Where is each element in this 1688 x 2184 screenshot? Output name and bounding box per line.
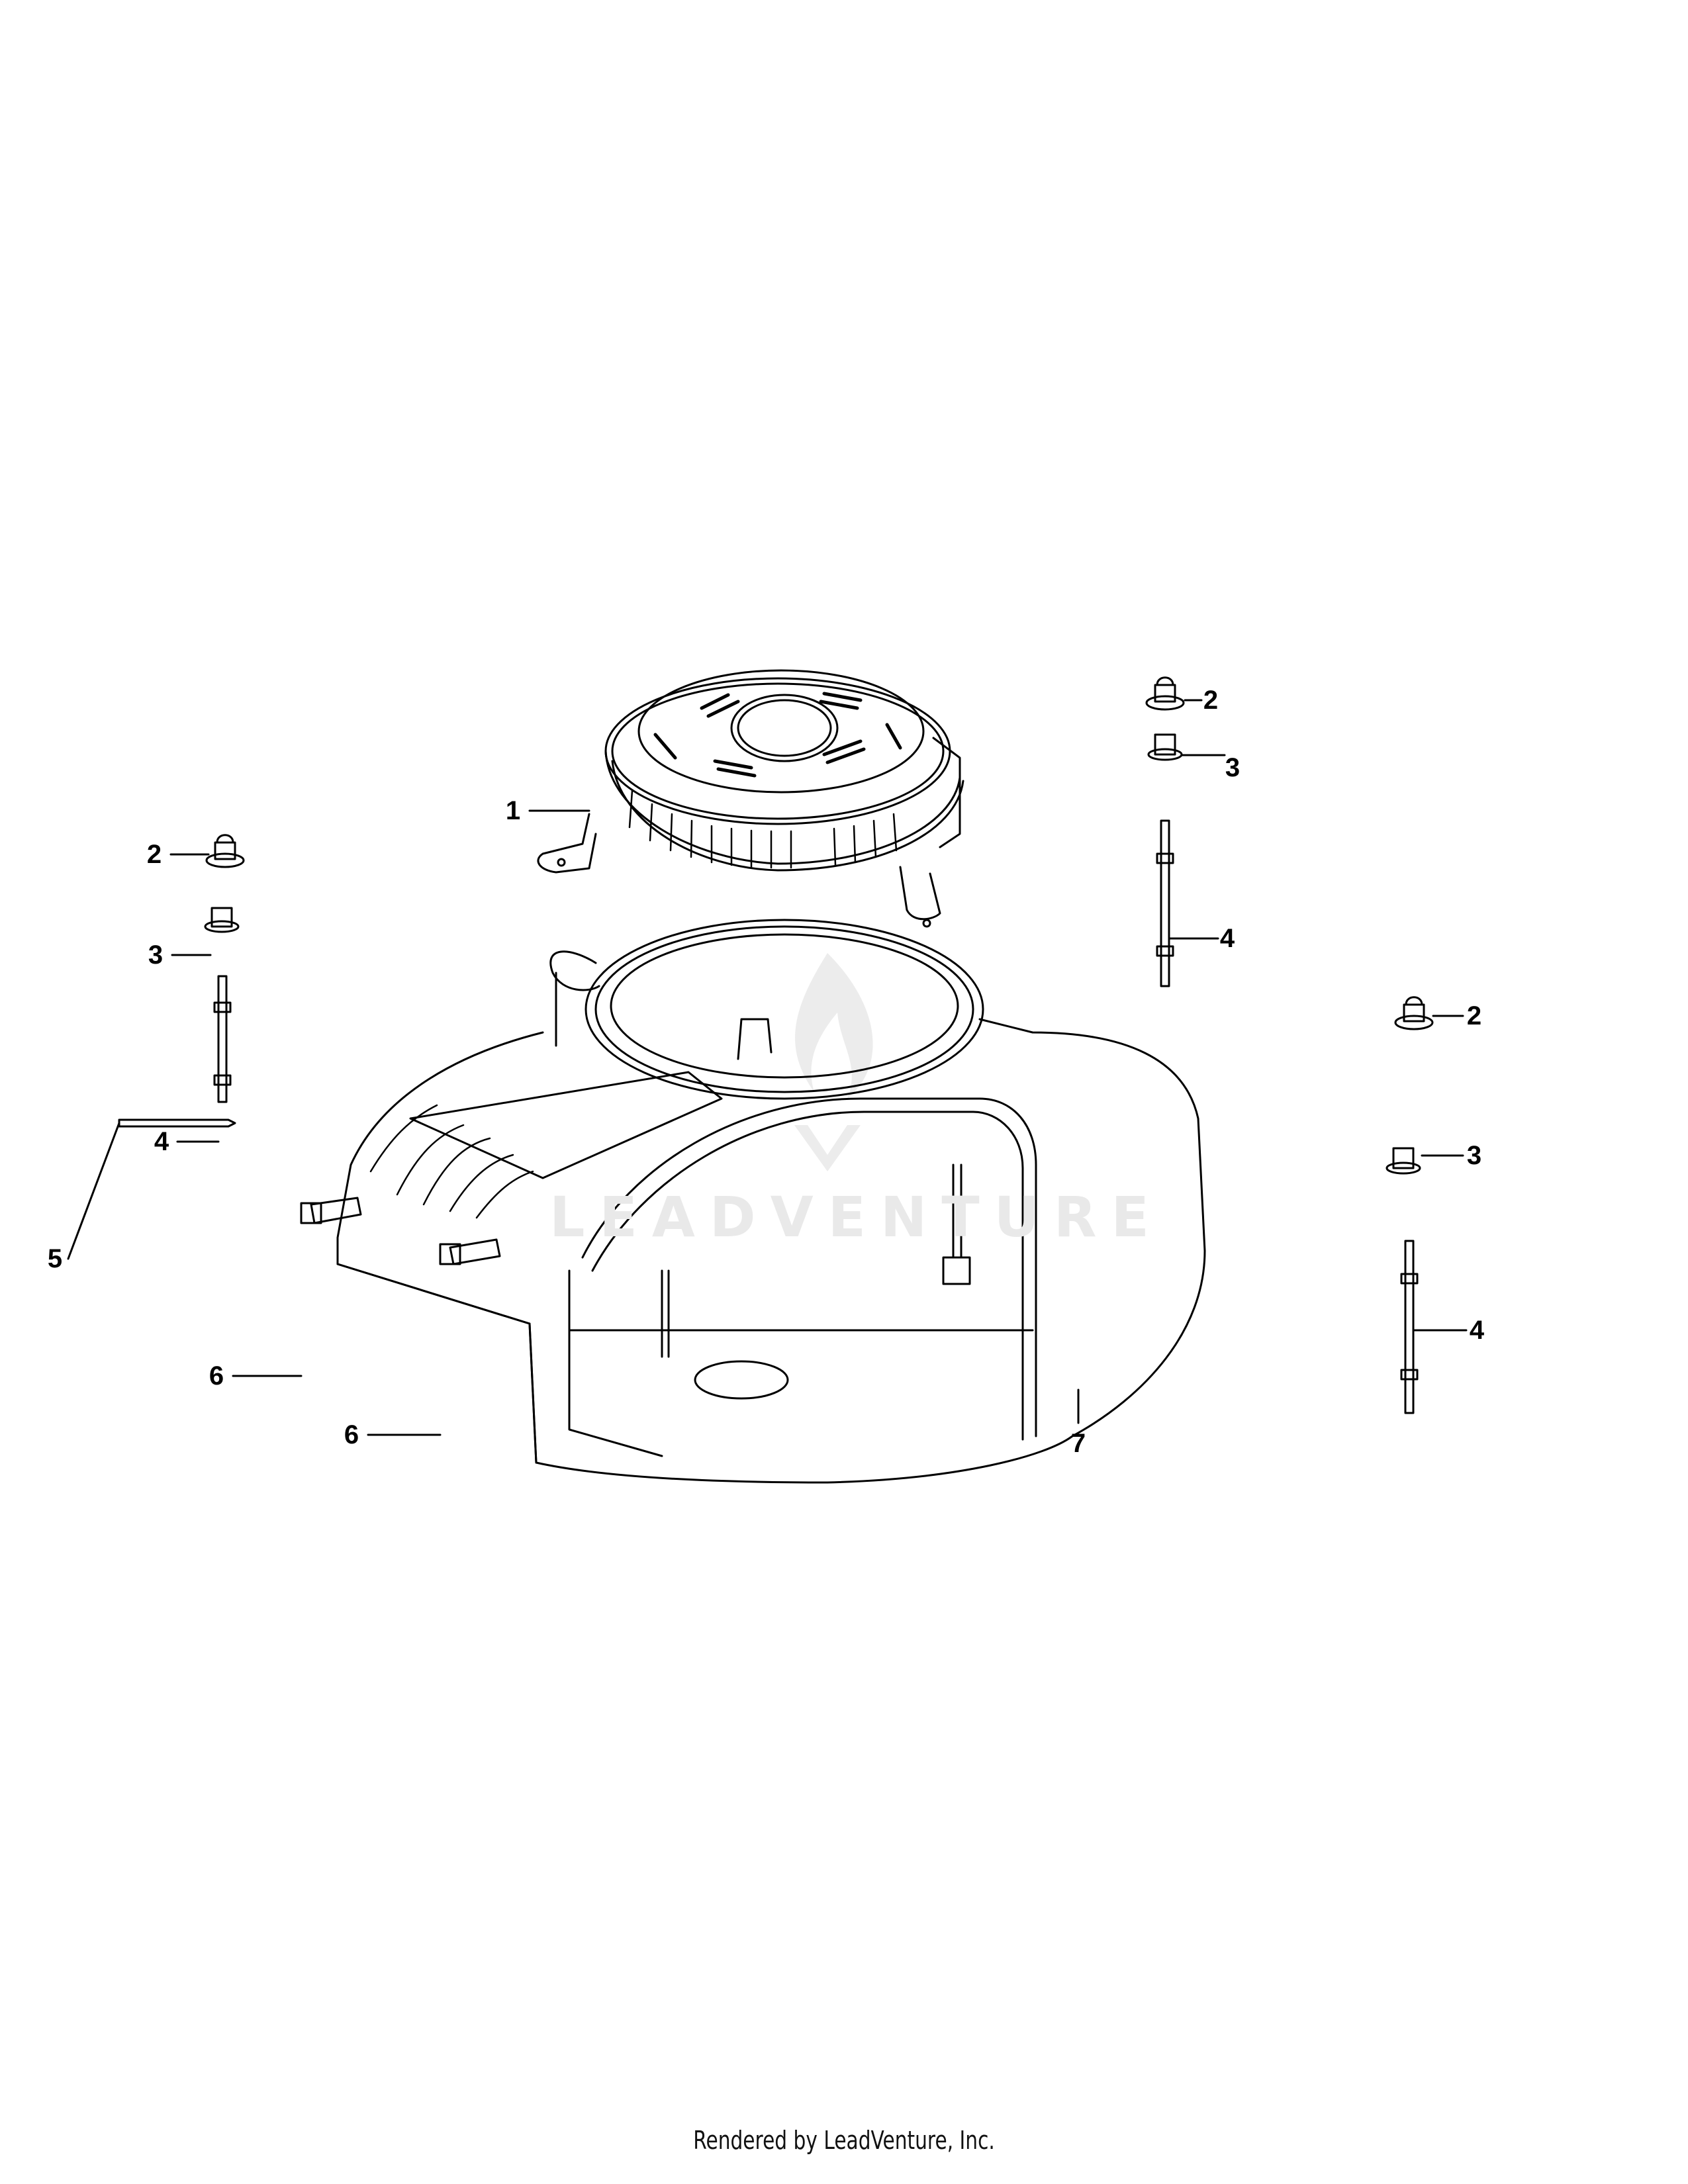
callout-3-right[interactable]: 3 (1466, 1141, 1482, 1170)
spacer-part[interactable] (1385, 1147, 1421, 1175)
leadventure-logo-icon (794, 953, 873, 1171)
pin-part[interactable] (118, 1118, 236, 1128)
watermark: LEADVENTURE (549, 1185, 1164, 1250)
callout-4-left[interactable]: 4 (154, 1127, 169, 1156)
callout-4-right[interactable]: 4 (1469, 1316, 1485, 1345)
flange-nut-part[interactable] (1145, 676, 1185, 711)
callout-6-lower[interactable]: 6 (344, 1420, 359, 1449)
callout-2-top-right[interactable]: 2 (1203, 686, 1219, 715)
spacer-part[interactable] (1147, 733, 1183, 761)
callout-7[interactable]: 7 (1070, 1429, 1086, 1458)
flange-nut-part[interactable] (1394, 996, 1434, 1030)
flange-nut-part[interactable] (205, 834, 245, 868)
callout-3-top-right[interactable]: 3 (1225, 753, 1241, 782)
stud-part[interactable] (1156, 819, 1174, 987)
recoil-cover-part[interactable] (537, 669, 964, 928)
callout-3-left[interactable]: 3 (148, 940, 164, 970)
callout-4-top-right[interactable]: 4 (1219, 924, 1235, 953)
stud-part[interactable] (213, 975, 232, 1103)
callout-2-left[interactable]: 2 (146, 840, 162, 869)
footer-credit: Rendered by LeadVenture, Inc. (693, 2126, 995, 2155)
callout-1[interactable]: 1 (505, 796, 521, 825)
spacer-part[interactable] (204, 907, 240, 933)
bolt-part[interactable] (439, 1238, 501, 1265)
blower-housing-part[interactable] (336, 919, 1206, 1484)
bolt-part[interactable] (300, 1197, 362, 1224)
stud-part[interactable] (1400, 1240, 1419, 1414)
callout-5[interactable]: 5 (47, 1244, 63, 1273)
callout-6-upper[interactable]: 6 (209, 1361, 224, 1390)
callout-2-right[interactable]: 2 (1466, 1001, 1482, 1030)
leader-lines (67, 699, 1468, 1436)
